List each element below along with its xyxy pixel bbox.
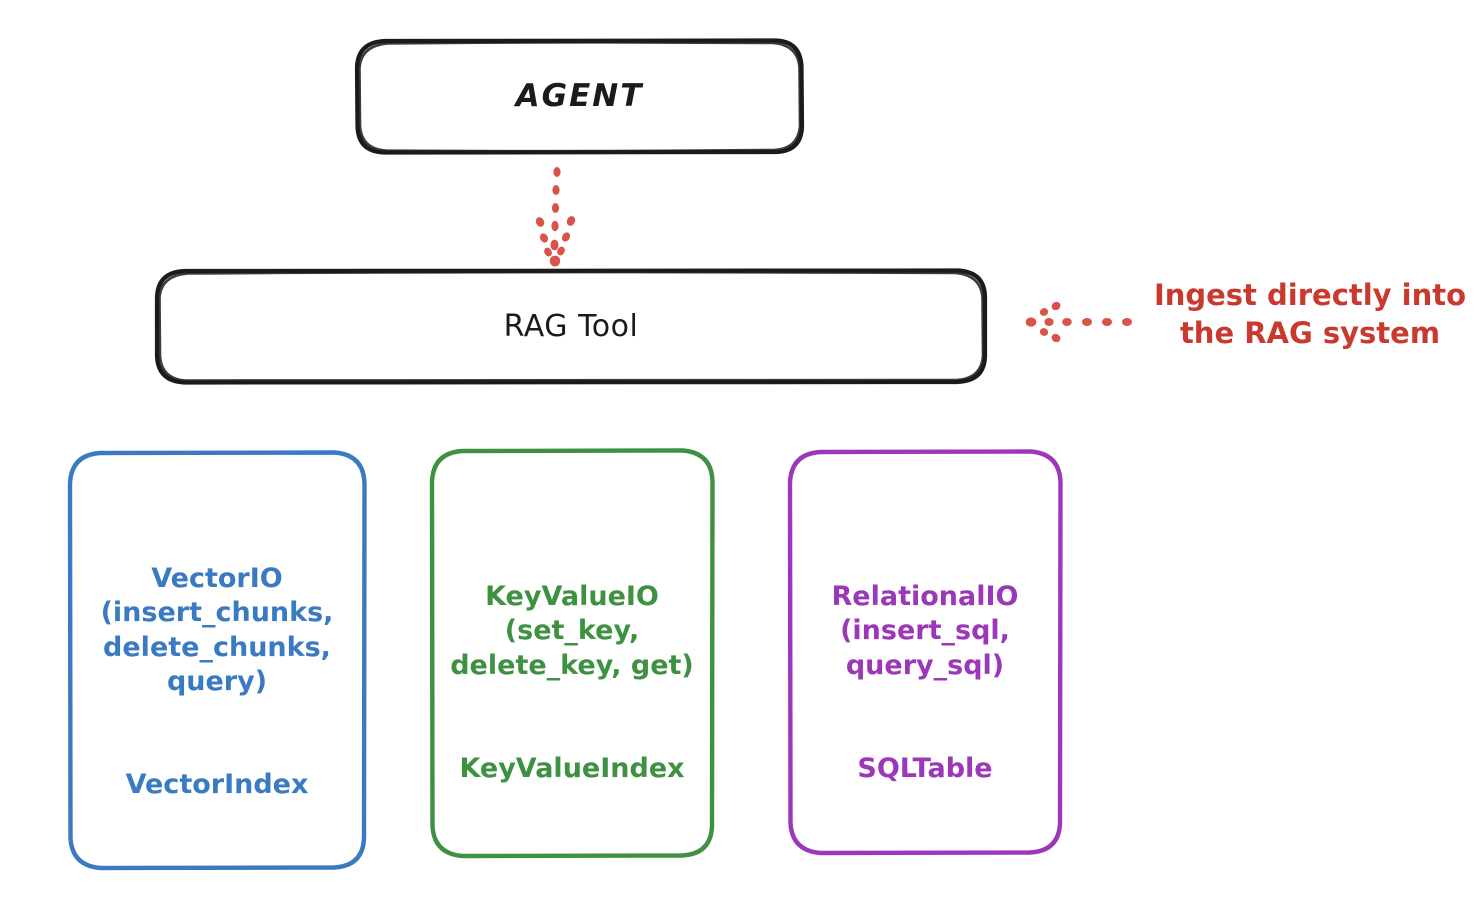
key-value-io-node-shape[interactable] xyxy=(429,448,715,859)
vector-io-node-shape[interactable] xyxy=(67,450,367,871)
agent-to-rag-connector xyxy=(535,167,576,267)
agent-node-shape[interactable] xyxy=(354,38,805,155)
note-to-rag-connector xyxy=(1025,301,1132,343)
relational-io-node-shape[interactable] xyxy=(787,449,1063,856)
rag-tool-node-shape[interactable] xyxy=(154,268,988,385)
